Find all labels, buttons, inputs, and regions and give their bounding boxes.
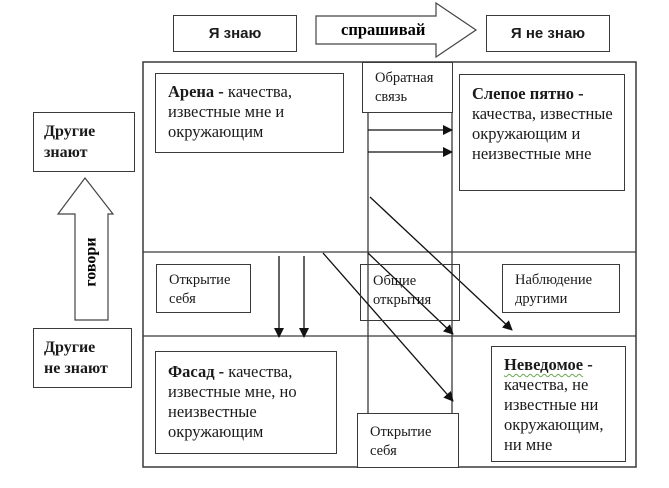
others-dont-know-box: Другие не знают: [33, 328, 132, 388]
arena-description: качества, известные мне и окружающим: [168, 82, 292, 141]
arena-title: Арена -: [168, 82, 224, 101]
tell-arrow-shape: [56, 177, 115, 321]
arena-quadrant-box: Арена - качества, известные мне и окружа…: [155, 73, 344, 153]
blind-spot-description: качества, известные окружающим и неизвес…: [472, 104, 613, 163]
unknown-quadrant-box: Неведомое - качества, не известные ни ок…: [491, 346, 626, 462]
shared-discovery-line1: Общие: [373, 273, 417, 289]
shared-discovery-line2: открытия: [373, 292, 432, 308]
others-dont-know-line2: не знают: [44, 360, 108, 377]
diagonal-arrow-observation: [369, 196, 513, 331]
facade-quadrant-box: Фасад - качества, известные мне, но неиз…: [155, 351, 337, 454]
tell-arrow-text: говори: [82, 237, 100, 287]
self-disclosure-bottom-box: Открытие себя: [357, 413, 459, 468]
facade-title: Фасад -: [168, 362, 225, 381]
observation-line2: другими: [515, 291, 568, 307]
feedback-line2: связь: [375, 89, 408, 105]
i-know-label: Я знаю: [208, 25, 262, 42]
feedback-line1: Обратная: [375, 70, 434, 86]
self-disclosure-bottom-line2: себя: [370, 443, 397, 459]
self-disclosure-mid-line1: Открытие: [169, 272, 231, 288]
self-disclosure-mid-box: Открытие себя: [156, 264, 251, 313]
facade-description: качества, известные мне, но неизвестные …: [168, 362, 297, 441]
others-know-box: Другие знают: [33, 112, 135, 172]
ask-arrow-shape: [315, 1, 478, 59]
ask-arrow-label: спрашивай: [341, 20, 426, 39]
others-know-line1: Другие: [44, 123, 96, 140]
others-dont-know-line1: Другие: [44, 339, 96, 356]
shared-discovery-box: Общие открытия: [360, 264, 460, 321]
tell-arrow-label: говори: [81, 237, 102, 286]
self-disclosure-bottom-line1: Открытие: [370, 424, 432, 440]
i-know-box: Я знаю: [173, 15, 297, 52]
blind-spot-quadrant-box: Слепое пятно - качества, известные окруж…: [459, 74, 625, 191]
blind-spot-title: Слепое пятно -: [472, 84, 584, 103]
unknown-title-suffix: -: [583, 355, 593, 374]
unknown-description: качества, не известные ни окружающим, ни…: [504, 375, 604, 454]
unknown-title: Неведомое: [504, 355, 584, 374]
observation-line1: Наблюдение: [515, 272, 593, 288]
observation-by-others-box: Наблюдение другими: [502, 264, 620, 313]
i-dont-know-box: Я не знаю: [486, 15, 610, 52]
self-disclosure-mid-line2: себя: [169, 291, 196, 307]
i-dont-know-label: Я не знаю: [510, 25, 586, 42]
feedback-box: Обратная связь: [362, 62, 453, 113]
others-know-line2: знают: [44, 144, 88, 161]
diagonal-arrow-long: [322, 252, 454, 402]
